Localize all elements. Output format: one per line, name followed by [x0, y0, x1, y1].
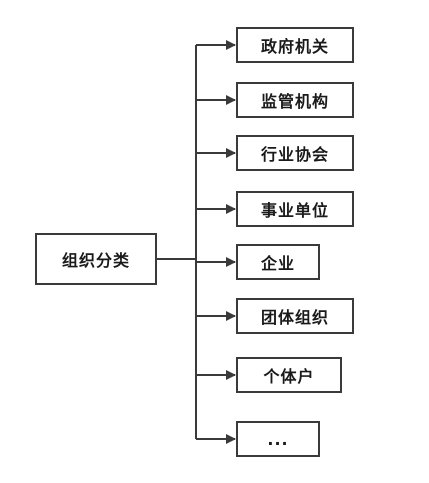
child-node-label: 企业 [260, 254, 295, 273]
child-node-public-institution: 事业单位 [236, 191, 354, 227]
child-node-label: 个体户 [263, 367, 315, 386]
child-node-label: 政府机关 [260, 37, 329, 56]
root-node-label: 组织分类 [61, 251, 130, 270]
child-node-regulator: 监管机构 [236, 82, 354, 118]
child-node-label: 团体组织 [260, 308, 329, 327]
child-node-association: 行业协会 [236, 135, 354, 171]
child-node-government: 政府机关 [236, 27, 354, 63]
root-node: 组织分类 [35, 233, 157, 285]
child-node-label: ... [267, 429, 289, 449]
child-node-sole-proprietor: 个体户 [236, 357, 342, 393]
child-node-enterprise: 企业 [236, 244, 320, 280]
child-node-more: ... [236, 421, 320, 457]
child-node-label: 事业单位 [260, 201, 329, 220]
child-node-label: 行业协会 [260, 145, 329, 164]
child-node-social-group: 团体组织 [236, 298, 354, 334]
child-node-label: 监管机构 [260, 92, 329, 111]
